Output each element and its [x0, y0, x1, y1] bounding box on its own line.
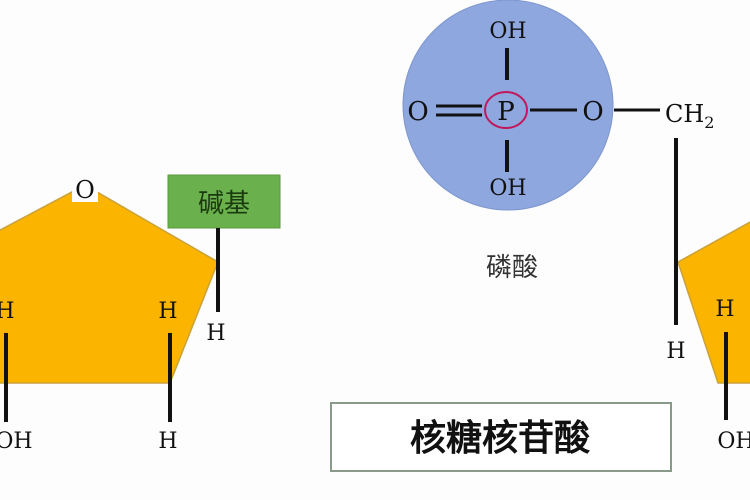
base-label: 碱基 [198, 189, 250, 219]
oh-bottom: OH [489, 176, 526, 201]
oh-left-bottom: OH [0, 429, 33, 454]
h-right-bottom: H [158, 429, 177, 454]
title: 核糖核苷酸 [410, 418, 590, 459]
phosphorus-ring [484, 91, 528, 129]
o-left: O [407, 97, 428, 127]
o-right: O [582, 97, 603, 127]
right-ribose-pentagon [677, 221, 750, 384]
h-right-sugar-left: H [666, 339, 685, 364]
phosphate-circle [402, 0, 614, 211]
ring-oxygen-label: O [75, 176, 95, 204]
phosphate-label: 磷酸 [486, 253, 538, 283]
oh-top: OH [489, 19, 526, 44]
ring-oxygen-gap [72, 172, 98, 202]
h-base: H [206, 321, 225, 346]
h-right-sugar-top: H [715, 297, 734, 322]
ch2-label: CH2 [665, 100, 714, 132]
phosphorus-label: P [497, 97, 515, 127]
base-box [167, 174, 281, 229]
h-left-top: H [0, 299, 15, 324]
left-ribose-pentagon [0, 184, 219, 384]
h-right-top: H [158, 299, 177, 324]
oh-right-sugar: OH [717, 429, 750, 454]
title-box [330, 402, 672, 472]
